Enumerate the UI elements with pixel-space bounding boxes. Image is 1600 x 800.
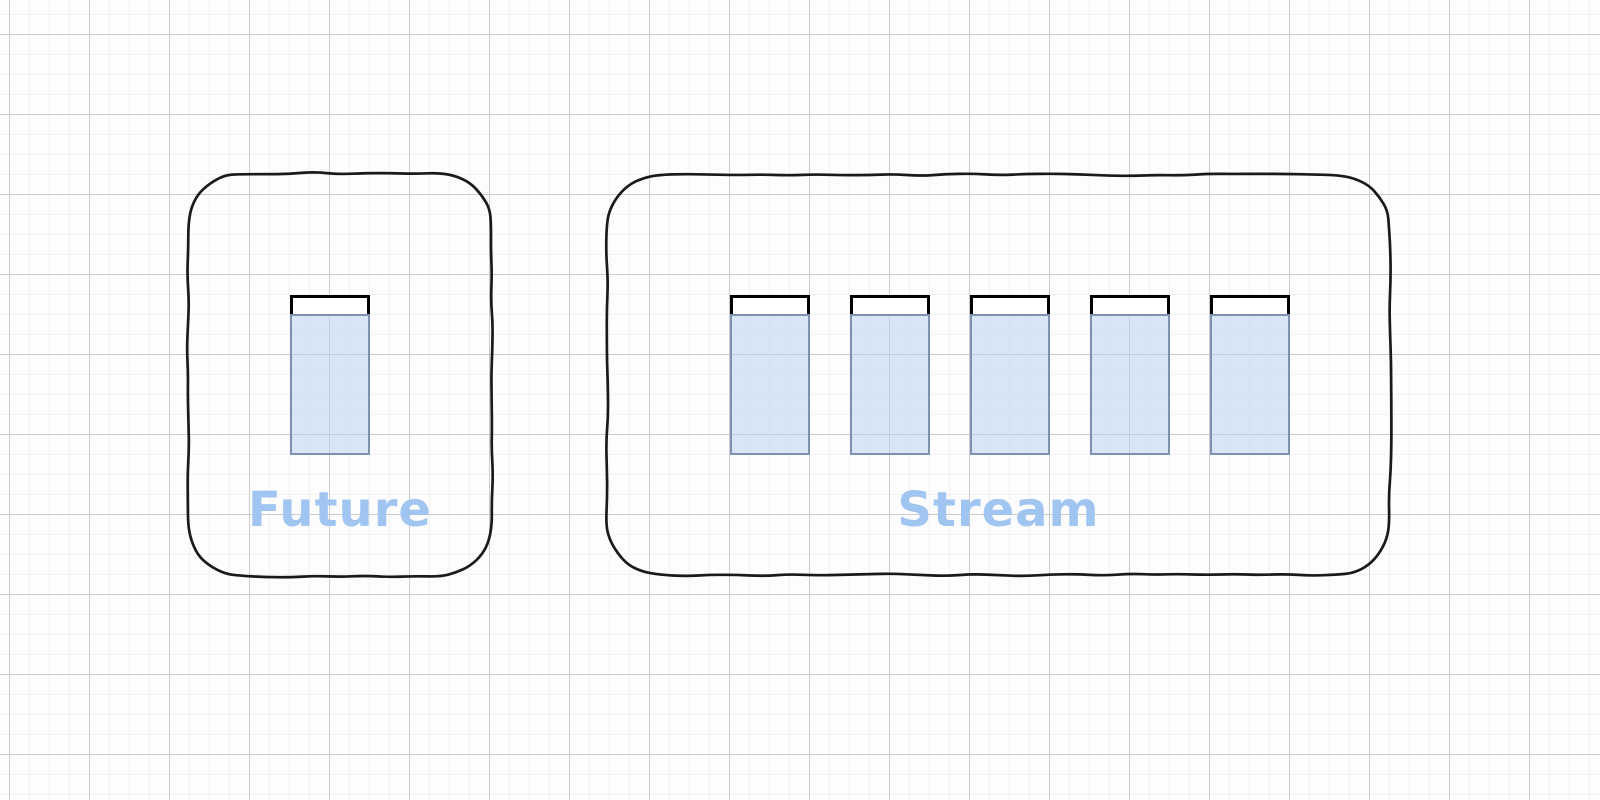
future-items xyxy=(290,295,370,455)
stream-item-body xyxy=(1090,314,1170,455)
future-box-label: Future xyxy=(248,482,432,538)
stream-item-body xyxy=(970,314,1050,455)
stream-item-cap xyxy=(850,295,930,314)
stream-item xyxy=(850,295,930,455)
future-item-cap xyxy=(290,295,370,314)
stream-item-cap xyxy=(1210,295,1290,314)
future-item-body xyxy=(290,314,370,455)
stream-item-body xyxy=(730,314,810,455)
stream-item xyxy=(730,295,810,455)
stream-item xyxy=(1090,295,1170,455)
stream-box-label: Stream xyxy=(897,482,1100,538)
stream-item-body xyxy=(1210,314,1290,455)
stream-item-cap xyxy=(970,295,1050,314)
future-item xyxy=(290,295,370,455)
stream-item xyxy=(1210,295,1290,455)
stream-items xyxy=(730,295,1290,455)
stream-item xyxy=(970,295,1050,455)
stream-item-cap xyxy=(1090,295,1170,314)
stream-item-cap xyxy=(730,295,810,314)
stream-item-body xyxy=(850,314,930,455)
